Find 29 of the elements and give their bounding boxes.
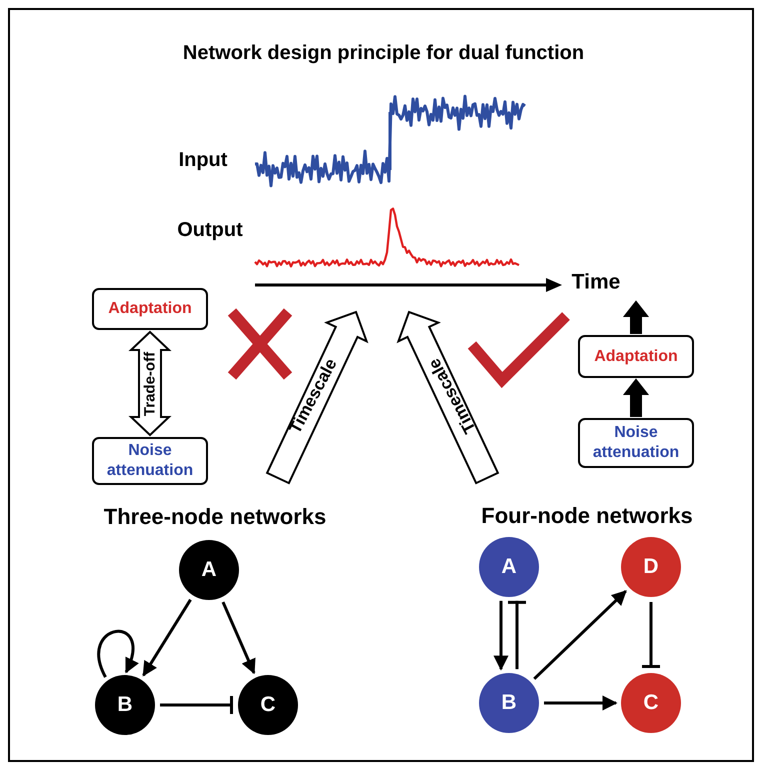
arrow bbox=[533, 590, 627, 680]
network-node: A bbox=[479, 537, 539, 597]
edge-label: Trade-off bbox=[142, 350, 158, 417]
title: Network design principle for dual function bbox=[182, 41, 586, 66]
arrow bbox=[142, 598, 192, 677]
network-node: C bbox=[621, 673, 681, 733]
network-node: A bbox=[179, 540, 239, 600]
property-box: Noise attenuation bbox=[578, 418, 694, 468]
block-arrow bbox=[622, 378, 650, 417]
block-arrow bbox=[622, 300, 650, 334]
network-node: B bbox=[95, 675, 155, 735]
arrow bbox=[494, 600, 508, 671]
property-box: Adaptation bbox=[578, 335, 694, 378]
network-node: B bbox=[479, 673, 539, 733]
inhibition-edge bbox=[160, 696, 233, 714]
label: Three-node networks bbox=[104, 506, 326, 528]
arrow bbox=[222, 601, 256, 674]
network-node: D bbox=[621, 537, 681, 597]
network-node: C bbox=[238, 675, 298, 735]
arrow bbox=[97, 630, 138, 678]
label: Time bbox=[572, 272, 620, 292]
property-box: Noise attenuation bbox=[92, 437, 208, 485]
inhibition-edge bbox=[508, 600, 526, 670]
label: Output bbox=[177, 220, 243, 240]
label: Input bbox=[178, 150, 228, 170]
inhibition-edge bbox=[642, 602, 660, 668]
label: Four-node networks bbox=[481, 505, 693, 527]
arrow bbox=[544, 696, 618, 710]
property-box: Adaptation bbox=[92, 288, 208, 330]
